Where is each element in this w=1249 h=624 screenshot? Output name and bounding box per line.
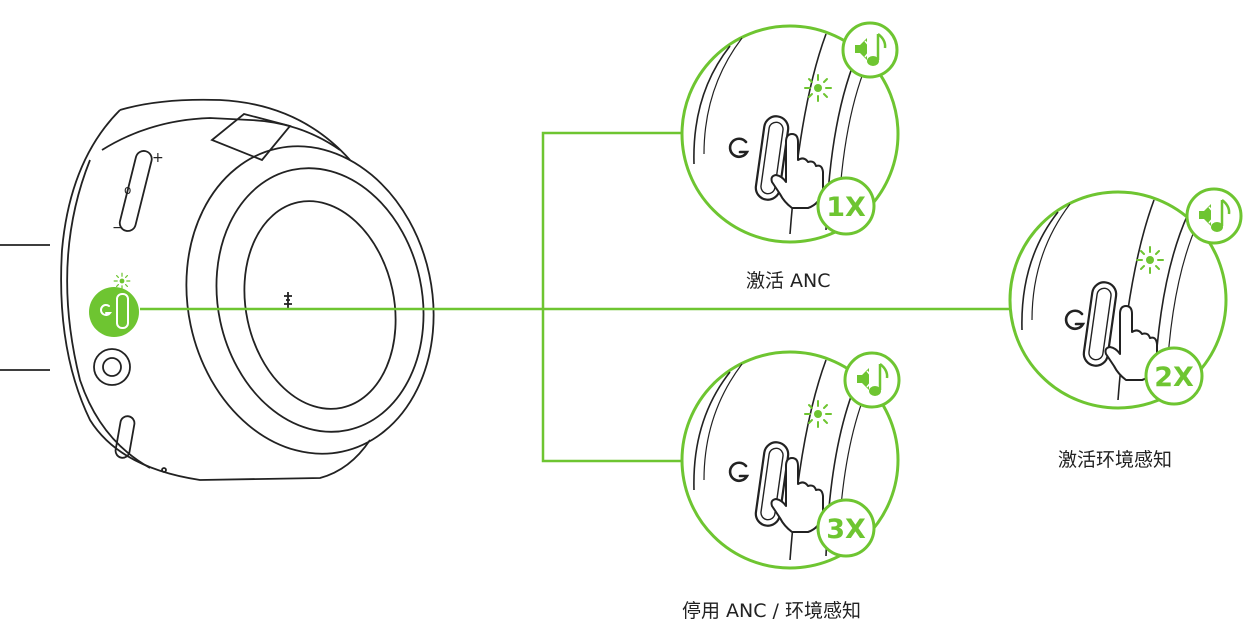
speaker-music-icon [1185, 187, 1243, 245]
step-2-caption: 激活环境感知 [1058, 449, 1173, 471]
led-light-icon [1136, 246, 1164, 274]
step-3-caption: 停用 ANC / 环境感知 [682, 600, 861, 622]
step-3-zoom: 3X [680, 350, 901, 570]
press-count-1: 1X [826, 192, 866, 223]
connector-lines [140, 131, 1012, 463]
step-2-zoom: 2X [1008, 187, 1243, 410]
anc-button-highlight [89, 287, 139, 337]
led-light-icon [804, 74, 832, 102]
svg-text:−: − [112, 220, 124, 236]
speaker-music-icon [841, 21, 899, 79]
press-count-badge [1144, 346, 1204, 406]
step-1-zoom: 1X [680, 21, 900, 244]
press-count-badge [816, 176, 876, 236]
svg-text:+: + [152, 150, 164, 166]
press-count-badge [816, 498, 876, 558]
press-count-2: 2X [1154, 362, 1194, 393]
press-count-3: 3X [826, 514, 866, 545]
speaker-music-icon [843, 351, 901, 409]
led-light-icon [113, 272, 131, 290]
headset-illustration: + o − [0, 98, 435, 481]
svg-text:o: o [124, 183, 131, 197]
step-1-caption: 激活 ANC [746, 270, 831, 292]
led-light-icon [804, 400, 832, 428]
